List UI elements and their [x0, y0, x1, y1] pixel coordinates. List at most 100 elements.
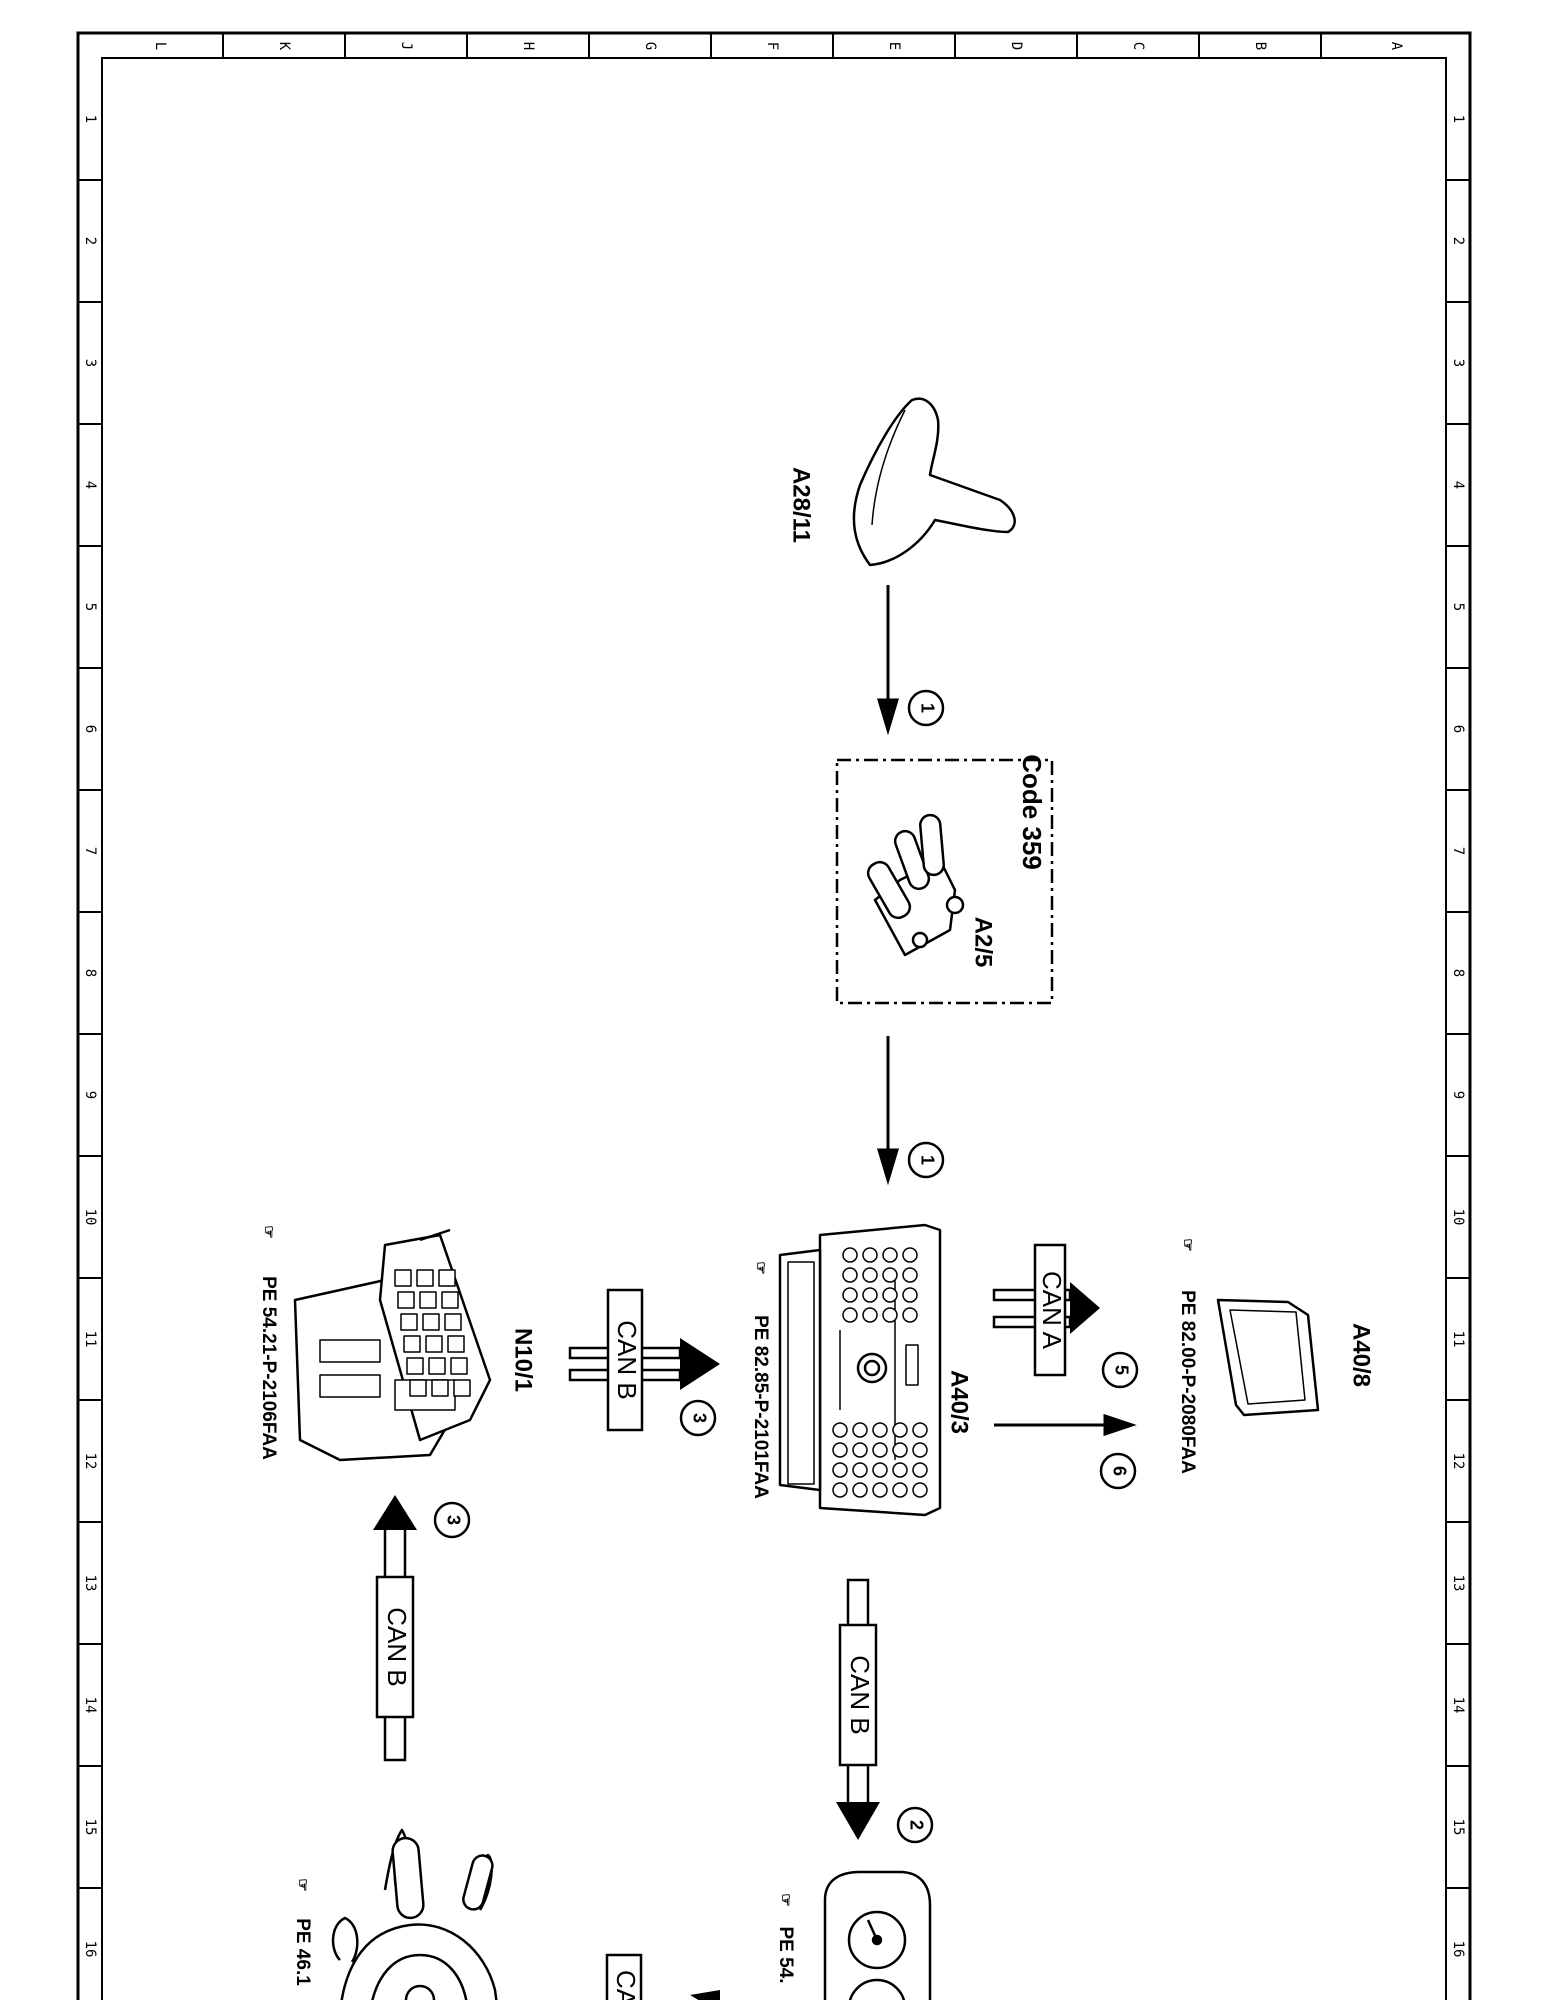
head-unit-reference-text: PE 82.85-P-2101FAA: [750, 1315, 771, 1499]
row-label-right: 5: [1450, 603, 1466, 611]
row-label-right: 6: [1450, 725, 1466, 733]
module-nut: [911, 931, 929, 949]
can-b-up-label: CAN B: [382, 1607, 412, 1686]
head-unit-buttons: [832, 1247, 928, 1498]
code-option-label: Code 359: [1017, 754, 1047, 870]
display-reference: ☞ PE 82.00-P-2080FAA: [1177, 1238, 1198, 1474]
n10-module-icon: [293, 1228, 492, 1462]
number-label: 2: [906, 1820, 926, 1830]
module-prong: [893, 829, 931, 891]
n10-pins: [394, 1269, 471, 1397]
switch-reference-text: PE 46.1: [292, 1918, 313, 1986]
can-b-label-box: [606, 1288, 644, 1432]
row-label-right: 4: [1450, 481, 1466, 489]
partial-can-box: CA: [605, 1953, 720, 2000]
cluster-needle-hub: [871, 1934, 883, 1946]
can-b-arrow-n10-to-head: CAN B: [568, 1288, 720, 1432]
n10-panel: [319, 1374, 381, 1398]
n10-pin: [441, 1291, 459, 1309]
head-unit-button: [832, 1442, 848, 1458]
n10-pin: [400, 1313, 418, 1331]
row-label-left: 4: [82, 481, 98, 489]
head-unit-button: [892, 1482, 908, 1498]
number-circle: [907, 689, 945, 727]
column-label: L: [152, 42, 168, 50]
row-label-right: 1: [1450, 115, 1466, 123]
row-label-left: 11: [82, 1331, 98, 1348]
row-label-right: 14: [1450, 1697, 1466, 1714]
head-unit-button: [882, 1247, 898, 1263]
code-to-head-number: 1: [907, 1141, 945, 1179]
row-label-left: 8: [82, 969, 98, 977]
partial-can-label: CA: [611, 1970, 641, 2000]
row-label-right: 8: [1450, 969, 1466, 977]
drawing-frame: [76, 31, 1472, 2000]
can-b-down-label: CAN B: [845, 1655, 875, 1734]
antenna-body: [852, 397, 1016, 567]
n10-reference: ☞ PE 54.21-P-2106FAA: [258, 1225, 279, 1460]
number-circle: [907, 1141, 945, 1179]
column-scale: [222, 33, 1322, 58]
cluster-reference-text: PE 54.: [775, 1926, 796, 1983]
switch-center: [404, 1984, 436, 2000]
head-unit-button: [852, 1442, 868, 1458]
head-unit-button: [872, 1422, 888, 1438]
column-label: J: [398, 42, 414, 50]
module-prong: [919, 813, 945, 877]
switch-reference: ☞ PE 46.1: [292, 1878, 313, 1986]
row-label-left: 2: [82, 237, 98, 245]
row-label-left: 13: [82, 1575, 98, 1592]
outer-border: [76, 31, 1472, 2000]
n10-pin: [444, 1313, 462, 1331]
lever-tip: [391, 1836, 425, 1920]
receiver-module-icon: [866, 813, 965, 957]
n10-pin: [447, 1335, 465, 1353]
row-label-right: 12: [1450, 1453, 1466, 1470]
number-label: 1: [917, 703, 937, 713]
can-b-switch-number: 3: [433, 1501, 471, 1539]
hand-pointer-icon: ☞: [294, 1878, 311, 1891]
can-b-arrow-switch-to-n10: CAN B: [373, 1495, 417, 1762]
module-nut: [945, 895, 965, 915]
can-b-up-arrow-head: [373, 1495, 417, 1530]
inner-border: [101, 57, 1447, 2000]
can-b-down-arrow-head: [836, 1802, 880, 1840]
column-label: B: [1252, 42, 1268, 50]
head-unit-button: [832, 1482, 848, 1498]
code-to-head-arrow: [876, 1036, 900, 1186]
head-unit-button: [902, 1307, 918, 1323]
arrow-head: [876, 698, 900, 736]
arrow-head: [876, 1148, 900, 1186]
head-unit-button: [862, 1267, 878, 1283]
row-label-right: 3: [1450, 359, 1466, 367]
number-circle: [1099, 1452, 1137, 1490]
row-label-right: 13: [1450, 1575, 1466, 1592]
row-label-left: 3: [82, 359, 98, 367]
n10-pin: [397, 1291, 415, 1309]
n10-pin: [403, 1335, 421, 1353]
head-unit-button: [882, 1287, 898, 1303]
partial-arrow-head: [690, 1990, 720, 2000]
n10-pin: [450, 1357, 468, 1375]
head-unit-button: [852, 1422, 868, 1438]
n10-pin: [438, 1269, 456, 1287]
column-labels: L K J H G F E D C B A: [152, 42, 1404, 51]
column-label: G: [642, 42, 658, 50]
column-label: K: [276, 42, 292, 51]
row-label-right: 11: [1450, 1331, 1466, 1348]
head-unit-button: [902, 1267, 918, 1283]
display-screen: [1229, 1309, 1306, 1405]
row-label-left: 14: [82, 1697, 98, 1714]
n10-pin: [394, 1269, 412, 1287]
column-label: D: [1008, 42, 1024, 50]
hand-pointer-icon: ☞: [752, 1261, 769, 1274]
n10-pin: [419, 1291, 437, 1309]
head-unit-button: [872, 1482, 888, 1498]
head-unit-display-slot: [905, 1344, 919, 1386]
row-label-left: 6: [82, 725, 98, 733]
instrument-cluster-icon: [823, 1870, 932, 2000]
row-label-left: 15: [82, 1819, 98, 1836]
n10-reference-text: PE 54.21-P-2106FAA: [258, 1276, 279, 1460]
column-label: A: [1388, 42, 1404, 51]
head-unit-button: [832, 1422, 848, 1438]
